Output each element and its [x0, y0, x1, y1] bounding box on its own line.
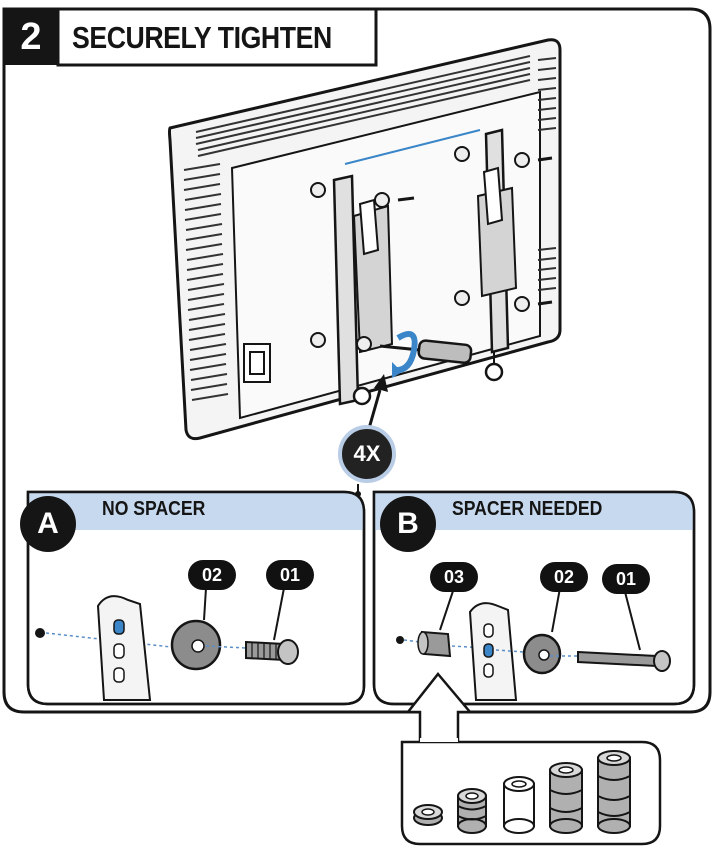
step-number: 2 — [4, 9, 58, 65]
panel-b-letter: B — [380, 496, 436, 552]
part-label-b-03: 03 — [430, 562, 478, 592]
page-title: SECURELY TIGHTEN — [72, 20, 332, 55]
part-label-a-02: 02 — [188, 560, 236, 590]
header-title-box — [56, 7, 378, 67]
panel-b-title: SPACER NEEDED — [452, 498, 603, 520]
panel-a — [26, 490, 366, 706]
part-label-b-02: 02 — [540, 562, 588, 592]
part-label-b-01: 01 — [602, 564, 650, 594]
tv-back-illustration — [168, 38, 562, 497]
spacer-options-callout — [400, 672, 662, 846]
panel-a-letter: A — [20, 496, 76, 552]
panel-b — [372, 490, 696, 706]
panel-a-title: NO SPACER — [102, 498, 206, 520]
part-label-a-01: 01 — [266, 560, 314, 590]
quantity-badge: 4X — [338, 425, 396, 483]
